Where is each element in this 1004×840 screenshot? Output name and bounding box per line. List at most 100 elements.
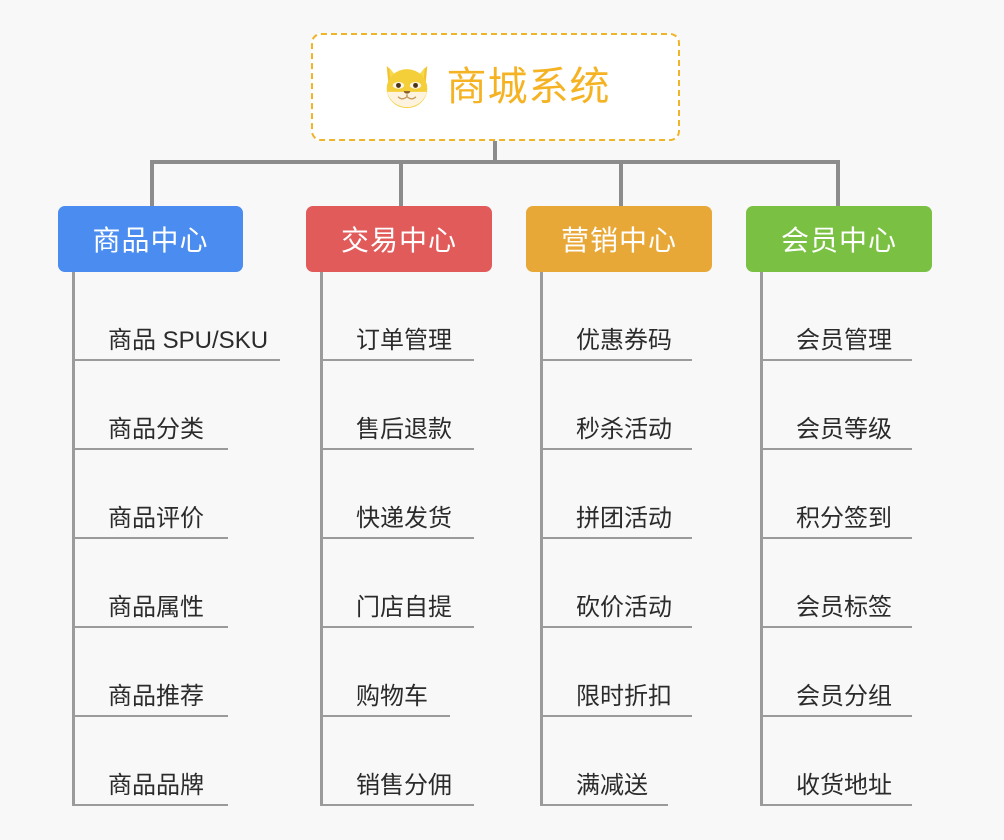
leaf-item[interactable]: 商品品牌 [72, 717, 243, 806]
leaf-label: 拼团活动 [576, 505, 672, 533]
category-header-2[interactable]: 交易中心 [306, 206, 492, 272]
category-label: 营销中心 [560, 225, 677, 256]
leaf-label: 商品 SPU/SKU [108, 327, 269, 355]
shiba-dog-face-icon [386, 65, 427, 109]
leaf-underline [320, 448, 474, 450]
leaf-item[interactable]: 商品推荐 [72, 628, 243, 717]
leaf-underline [540, 715, 692, 717]
leaf-label: 满减送 [576, 772, 648, 800]
leaf-item[interactable]: 门店自提 [320, 539, 492, 628]
leaf-underline [72, 626, 228, 628]
leaf-label: 销售分佣 [356, 772, 452, 800]
leaf-underline [72, 359, 280, 361]
leaf-item[interactable]: 会员等级 [760, 361, 932, 450]
connector-root-stem [493, 141, 497, 162]
leaf-label: 商品推荐 [108, 683, 204, 711]
leaf-underline [760, 359, 912, 361]
leaf-underline [540, 359, 692, 361]
category-label: 会员中心 [780, 225, 897, 256]
leaf-item[interactable]: 快递发货 [320, 450, 492, 539]
leaf-label: 收货地址 [796, 772, 892, 800]
leaf-label: 砍价活动 [576, 594, 672, 622]
leaf-item[interactable]: 商品分类 [72, 361, 243, 450]
connector-drop-4 [836, 160, 840, 208]
leaf-label: 会员分组 [796, 683, 892, 711]
leaf-label: 秒杀活动 [576, 416, 672, 444]
leaf-item[interactable]: 秒杀活动 [540, 361, 712, 450]
leaf-list-1: 商品 SPU/SKU 商品分类 商品评价 商品属性 商品推荐 商品品牌 [72, 272, 280, 806]
root-node[interactable]: 商城系统 [311, 33, 680, 141]
leaf-underline [320, 626, 474, 628]
leaf-item[interactable]: 商品属性 [72, 539, 243, 628]
leaf-underline [760, 715, 912, 717]
leaf-label: 会员标签 [796, 594, 892, 622]
connector-bus [150, 160, 840, 164]
leaf-label: 商品分类 [108, 416, 204, 444]
leaf-underline [540, 626, 692, 628]
leaf-underline [320, 715, 450, 717]
leaf-label: 售后退款 [356, 416, 452, 444]
leaf-list-3: 优惠券码 秒杀活动 拼团活动 砍价活动 限时折扣 满减送 [540, 272, 712, 806]
connector-drop-1 [150, 160, 154, 208]
leaf-label: 商品评价 [108, 505, 204, 533]
category-column-2: 交易中心 订单管理 售后退款 快递发货 门店自提 购物车 [306, 206, 492, 806]
root-title: 商城系统 [446, 65, 611, 109]
category-column-1: 商品中心 商品 SPU/SKU 商品分类 商品评价 商品属性 商品推 [58, 206, 280, 806]
leaf-underline [540, 448, 692, 450]
leaf-item[interactable]: 购物车 [320, 628, 492, 717]
leaf-item[interactable]: 优惠券码 [540, 272, 712, 361]
leaf-underline [72, 804, 228, 806]
leaf-label: 积分签到 [796, 505, 892, 533]
leaf-item[interactable]: 售后退款 [320, 361, 492, 450]
category-header-4[interactable]: 会员中心 [746, 206, 932, 272]
connector-drop-2 [399, 160, 403, 208]
leaf-label: 会员等级 [796, 416, 892, 444]
leaf-label: 商品品牌 [108, 772, 204, 800]
leaf-item[interactable]: 会员管理 [760, 272, 932, 361]
leaf-label: 快递发货 [356, 505, 452, 533]
leaf-underline [320, 537, 474, 539]
leaf-item[interactable]: 拼团活动 [540, 450, 712, 539]
leaf-item[interactable]: 订单管理 [320, 272, 492, 361]
leaf-label: 优惠券码 [576, 327, 672, 355]
category-column-3: 营销中心 优惠券码 秒杀活动 拼团活动 砍价活动 限时折扣 [526, 206, 712, 806]
leaf-item[interactable]: 收货地址 [760, 717, 932, 806]
leaf-label: 购物车 [356, 683, 428, 711]
leaf-item[interactable]: 满减送 [540, 717, 712, 806]
leaf-item[interactable]: 会员分组 [760, 628, 932, 717]
leaf-label: 限时折扣 [576, 683, 672, 711]
category-header-1[interactable]: 商品中心 [58, 206, 243, 272]
leaf-underline [760, 448, 912, 450]
leaf-item[interactable]: 限时折扣 [540, 628, 712, 717]
leaf-list-4: 会员管理 会员等级 积分签到 会员标签 会员分组 收货地址 [760, 272, 932, 806]
leaf-label: 门店自提 [356, 594, 452, 622]
leaf-spine [72, 272, 75, 806]
leaf-label: 会员管理 [796, 327, 892, 355]
leaf-underline [760, 537, 912, 539]
leaf-item[interactable]: 商品 SPU/SKU [72, 272, 280, 361]
category-header-3[interactable]: 营销中心 [526, 206, 712, 272]
leaf-item[interactable]: 会员标签 [760, 539, 932, 628]
leaf-underline [540, 537, 692, 539]
leaf-item[interactable]: 销售分佣 [320, 717, 492, 806]
leaf-label: 商品属性 [108, 594, 204, 622]
leaf-underline [72, 448, 228, 450]
leaf-item[interactable]: 积分签到 [760, 450, 932, 539]
category-column-4: 会员中心 会员管理 会员等级 积分签到 会员标签 会员分组 [746, 206, 932, 806]
leaf-item[interactable]: 砍价活动 [540, 539, 712, 628]
category-label: 商品中心 [92, 225, 209, 256]
leaf-underline [72, 537, 228, 539]
leaf-underline [320, 359, 474, 361]
leaf-spine [540, 272, 543, 806]
leaf-list-2: 订单管理 售后退款 快递发货 门店自提 购物车 销售分佣 [320, 272, 492, 806]
leaf-underline [72, 715, 228, 717]
leaf-spine [760, 272, 763, 806]
leaf-underline [320, 804, 474, 806]
leaf-label: 订单管理 [356, 327, 452, 355]
category-label: 交易中心 [340, 225, 457, 256]
leaf-underline [760, 626, 912, 628]
leaf-item[interactable]: 商品评价 [72, 450, 243, 539]
leaf-underline [540, 804, 668, 806]
connector-drop-3 [619, 160, 623, 208]
